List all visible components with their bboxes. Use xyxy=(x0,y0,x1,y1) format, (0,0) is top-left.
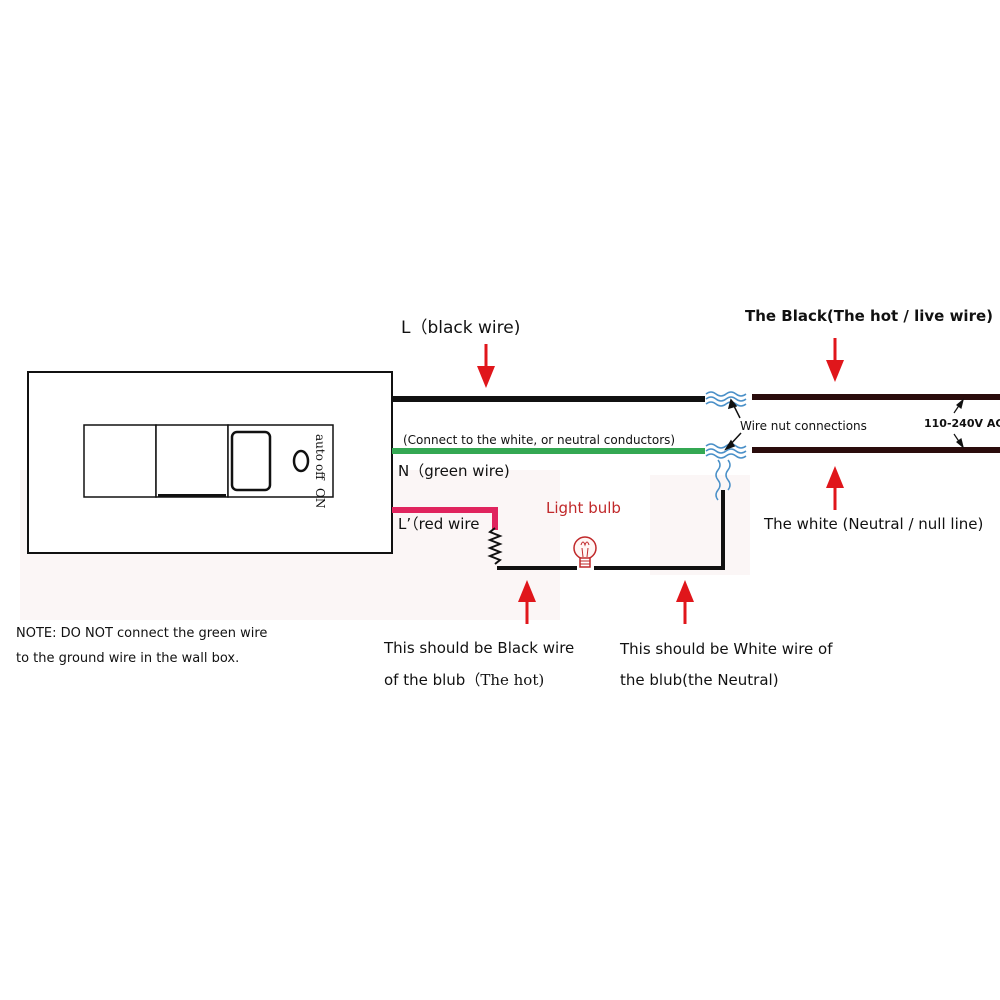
label-the-white: The white (Neutral / null line) xyxy=(763,515,983,533)
wire-nut-top xyxy=(705,391,747,407)
switch-button-left[interactable] xyxy=(83,424,157,498)
bulb-neutral-lead xyxy=(594,490,725,570)
red-wire xyxy=(392,507,498,530)
note-line2: to the ground wire in the wall box. xyxy=(16,651,239,666)
voltage-bracket xyxy=(953,398,965,449)
label-l-black-wire: L（black wire) xyxy=(401,318,520,338)
label-l-prime-red-wire: L’（red wire xyxy=(398,515,479,533)
mode-selector-knob[interactable] xyxy=(292,449,310,473)
mode-label-off: off xyxy=(313,464,327,481)
mode-label-on: ON xyxy=(313,488,327,508)
label-voltage: 110-240V AC xyxy=(924,417,1000,430)
label-n-green-wire: N（green wire) xyxy=(398,462,510,480)
label-white-wire-line1: This should be White wire of xyxy=(619,640,833,658)
note-line1: NOTE: DO NOT connect the green wire xyxy=(16,626,267,641)
light-bulb-icon xyxy=(573,536,597,568)
timer-switch-body: auto off ON xyxy=(83,424,334,508)
arrow-to-bulb-neutral xyxy=(676,580,694,624)
label-wire-nut: Wire nut connections xyxy=(740,419,867,433)
label-connect-note: (Connect to the white, or neutral conduc… xyxy=(403,433,675,447)
label-black-wire-line1: This should be Black wire xyxy=(383,639,574,657)
mode-labels: auto off ON xyxy=(313,434,327,508)
label-white-wire-line2: the blub(the Neutral) xyxy=(620,671,779,689)
button-pressed-edge xyxy=(158,494,226,497)
label-the-black: The Black(The hot / live wire) xyxy=(745,307,993,325)
arrow-to-mains-white xyxy=(826,466,844,510)
red-wire-nut xyxy=(487,527,503,565)
label-light-bulb: Light bulb xyxy=(546,499,621,517)
rocker-button[interactable] xyxy=(230,430,272,492)
background-panel xyxy=(650,475,750,575)
label-black-wire-line2: of the blub（The hot) xyxy=(384,671,544,689)
wire-nut-bottom xyxy=(705,443,747,501)
arrow-to-black-wire xyxy=(477,344,495,388)
arrow-to-mains-black xyxy=(826,338,844,382)
switch-button-middle[interactable] xyxy=(155,424,229,498)
mode-label-auto: auto xyxy=(313,434,327,461)
wire-nut-pointer xyxy=(724,398,742,451)
